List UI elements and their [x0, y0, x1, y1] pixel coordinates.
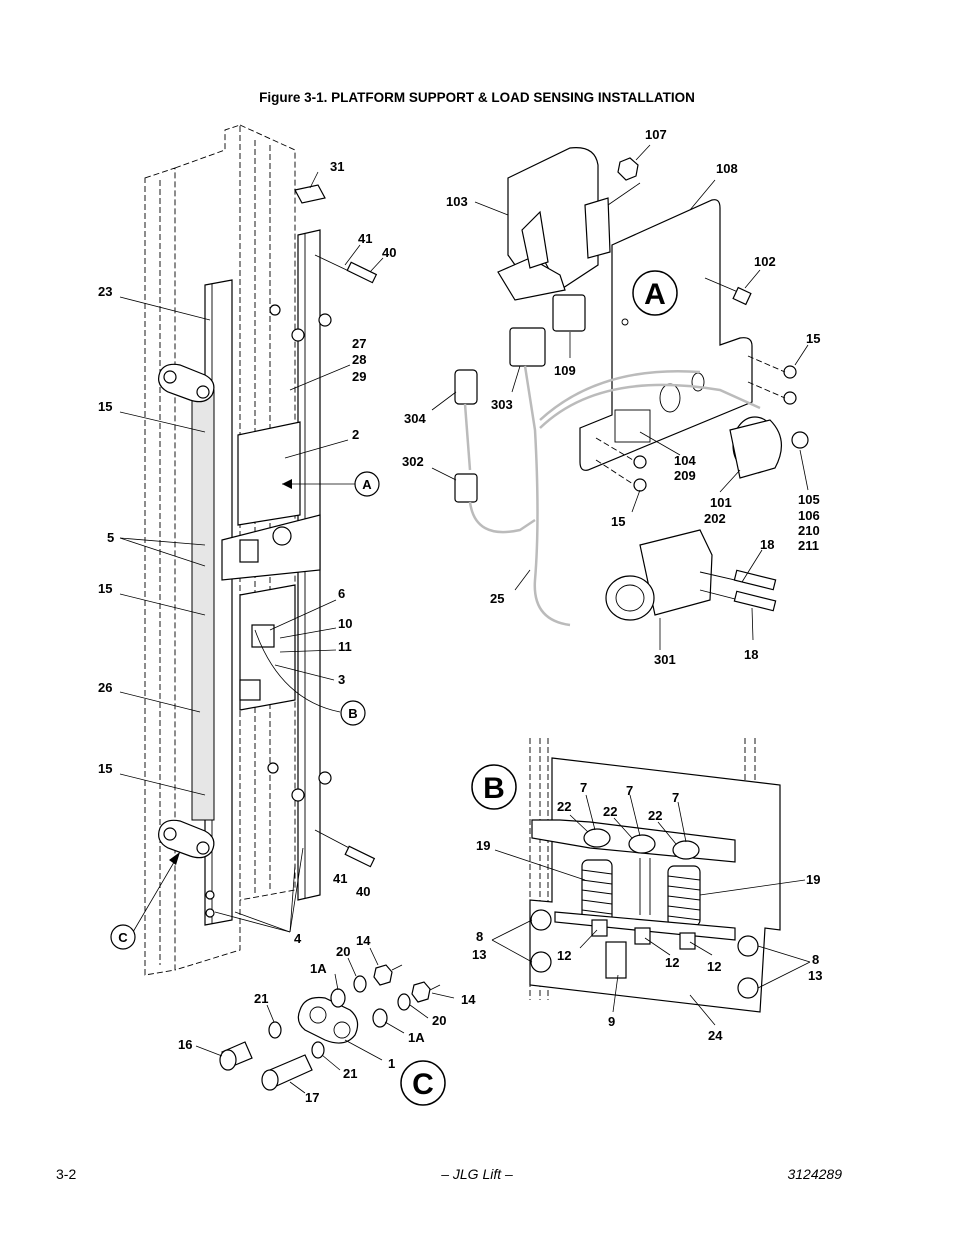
- callout-28: 28: [352, 352, 366, 367]
- svg-text:C: C: [118, 930, 128, 945]
- callout-10: 10: [338, 616, 352, 631]
- callout-202: 202: [704, 511, 726, 526]
- callout-20-b: 20: [432, 1013, 446, 1028]
- callout-26: 26: [98, 680, 112, 695]
- callout-302: 302: [402, 454, 424, 469]
- svg-text:C: C: [412, 1068, 434, 1101]
- callout-209: 209: [674, 468, 696, 483]
- callout-15-d: 15: [806, 331, 820, 346]
- exploded-parts-diagram: A B C A B C 31 41 40 23 27 28 29 15 2 5 …: [98, 124, 822, 1106]
- callout-13-b: 13: [808, 968, 822, 983]
- callout-303: 303: [491, 397, 513, 412]
- detail-circle-b: B: [471, 764, 517, 810]
- callout-3: 3: [338, 672, 345, 687]
- callout-106: 106: [798, 508, 820, 523]
- callout-4: 4: [294, 931, 302, 946]
- callout-2: 2: [352, 427, 359, 442]
- callout-29: 29: [352, 369, 366, 384]
- callout-102: 102: [754, 254, 776, 269]
- callout-8-a: 8: [476, 929, 483, 944]
- callout-12-a: 12: [557, 948, 571, 963]
- callout-12-b: 12: [665, 955, 679, 970]
- callout-22-c: 22: [648, 808, 662, 823]
- callout-301: 301: [654, 652, 676, 667]
- callout-13-a: 13: [472, 947, 486, 962]
- callout-16: 16: [178, 1037, 192, 1052]
- callout-19-a: 19: [476, 838, 490, 853]
- callout-21-a: 21: [254, 991, 268, 1006]
- detail-circle-a: A: [632, 270, 678, 316]
- document-number: 3124289: [787, 1166, 842, 1182]
- callout-19-b: 19: [806, 872, 820, 887]
- callout-211: 211: [798, 538, 819, 553]
- callout-101: 101: [710, 495, 732, 510]
- svg-text:A: A: [644, 278, 666, 311]
- callout-41-b: 41: [333, 871, 347, 886]
- callout-18-a: 18: [760, 537, 774, 552]
- callout-14-b: 14: [461, 992, 476, 1007]
- callout-107: 107: [645, 127, 667, 142]
- svg-text:B: B: [483, 772, 505, 805]
- callout-22-b: 22: [603, 804, 617, 819]
- detail-c-assembly: [219, 964, 441, 1091]
- callout-21-b: 21: [343, 1066, 357, 1081]
- detail-circle-c: C: [400, 1060, 446, 1106]
- pointer-circle-a: A: [354, 471, 380, 497]
- callout-103: 103: [446, 194, 468, 209]
- footer-brand: – JLG Lift –: [441, 1166, 513, 1182]
- callout-304: 304: [404, 411, 426, 426]
- callout-8-b: 8: [812, 952, 819, 967]
- callout-9: 9: [608, 1014, 615, 1029]
- pointer-circle-b: B: [340, 700, 366, 726]
- svg-text:A: A: [362, 477, 372, 492]
- column-assembly: [132, 124, 378, 976]
- callout-31: 31: [330, 159, 344, 174]
- callout-40-b: 40: [356, 884, 370, 899]
- callout-210: 210: [798, 523, 820, 538]
- figure-title: Figure 3-1. PLATFORM SUPPORT & LOAD SENS…: [259, 90, 695, 105]
- callout-7-b: 7: [626, 783, 633, 798]
- callout-7-c: 7: [672, 790, 679, 805]
- callout-104: 104: [674, 453, 696, 468]
- callout-20-a: 20: [336, 944, 350, 959]
- callout-40: 40: [382, 245, 396, 260]
- callout-7-a: 7: [580, 780, 587, 795]
- callout-18-b: 18: [744, 647, 758, 662]
- detail-b-assembly: [529, 738, 781, 1013]
- callout-105: 105: [798, 492, 820, 507]
- callout-109: 109: [554, 363, 576, 378]
- callout-22-a: 22: [557, 799, 571, 814]
- callout-1A-b: 1A: [408, 1030, 425, 1045]
- callout-11: 11: [338, 639, 352, 654]
- leader-lines: [119, 144, 811, 1094]
- callout-41: 41: [358, 231, 372, 246]
- callout-labels: 31 41 40 23 27 28 29 15 2 5 15 6 10 11 3…: [98, 127, 822, 1105]
- callout-5: 5: [107, 530, 114, 545]
- svg-text:B: B: [348, 706, 357, 721]
- callout-27: 27: [352, 336, 366, 351]
- pointer-circle-c: C: [110, 924, 136, 950]
- callout-1: 1: [388, 1056, 395, 1071]
- callout-17: 17: [305, 1090, 319, 1105]
- detail-a-assembly: [454, 147, 809, 627]
- callout-25: 25: [490, 591, 504, 606]
- callout-108: 108: [716, 161, 738, 176]
- callout-14-a: 14: [356, 933, 371, 948]
- callout-23: 23: [98, 284, 112, 299]
- callout-15-e: 15: [611, 514, 625, 529]
- callout-12-c: 12: [707, 959, 721, 974]
- callout-1A-a: 1A: [310, 961, 327, 976]
- callout-24: 24: [708, 1028, 723, 1043]
- callout-15-c: 15: [98, 761, 112, 776]
- callout-15-b: 15: [98, 581, 112, 596]
- page-number: 3-2: [56, 1166, 77, 1182]
- callout-15-a: 15: [98, 399, 112, 414]
- callout-6: 6: [338, 586, 345, 601]
